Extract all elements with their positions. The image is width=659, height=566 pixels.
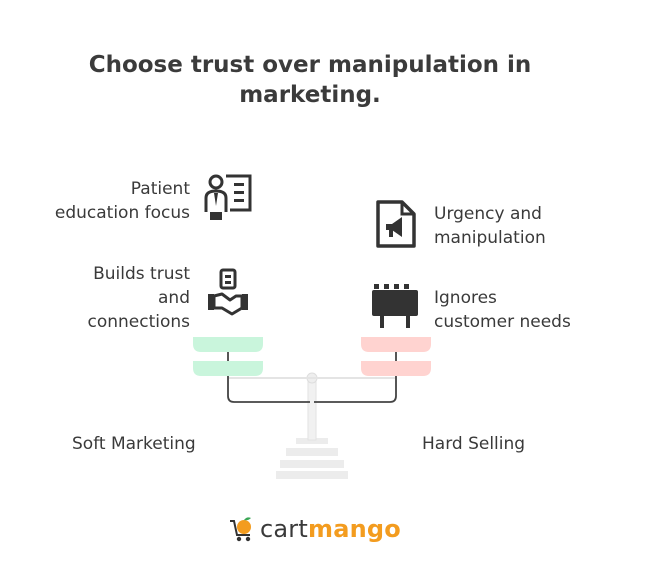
left-pan-top — [193, 337, 263, 352]
handshake-icon — [208, 268, 248, 316]
scale-base-middle — [286, 448, 338, 456]
right-item-2-label: Ignores customer needs — [434, 288, 571, 332]
title-line-2: marketing. — [239, 82, 381, 108]
logo-text-mango: mango — [307, 515, 401, 543]
megaphone-document-icon — [376, 200, 416, 248]
scale-left-hanger — [227, 352, 310, 403]
hard-selling-label: Hard Selling — [422, 434, 526, 454]
soft-marketing-label: Soft Marketing — [72, 434, 196, 454]
scale-base-bottom — [276, 471, 348, 479]
cartmango-logo: cartmango — [228, 512, 401, 546]
diagram-title: Choose trust over manipulation in market… — [60, 50, 560, 110]
right-pan-bottom — [361, 361, 431, 376]
left-item-1-label: Patient education focus — [54, 179, 190, 223]
left-item-2-label: Builds trust and connections — [87, 264, 190, 332]
title-line-1: Choose trust over manipulation in — [88, 52, 532, 78]
right-item-1-label: Urgency and manipulation — [434, 204, 546, 248]
mango-cart-icon — [230, 517, 251, 542]
billboard-icon — [372, 284, 418, 328]
scale-right-hanger — [314, 352, 397, 403]
teacher-board-icon — [204, 174, 252, 220]
right-pan-top — [361, 337, 431, 352]
scale-base-lower — [280, 460, 344, 468]
left-pan-bottom — [193, 361, 263, 376]
logo-text-cart: cart — [260, 515, 308, 543]
scale-pole — [307, 379, 317, 441]
scale-base-top — [296, 438, 328, 444]
